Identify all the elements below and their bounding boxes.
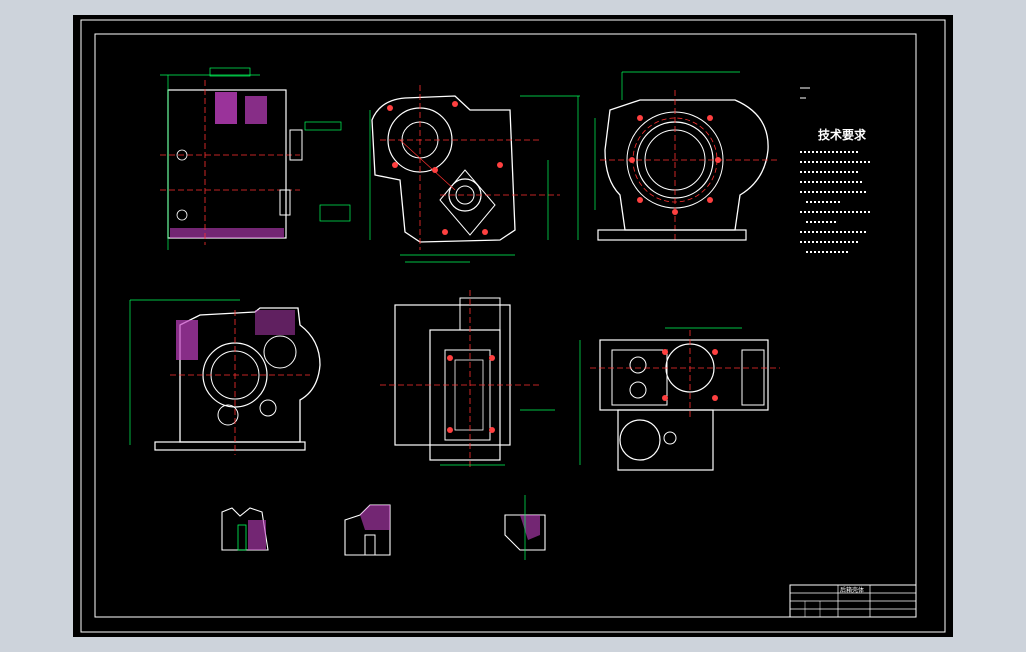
- view-front-top-middle: [369, 85, 580, 263]
- view-side-middle-center: [380, 290, 555, 470]
- tech-req-title: 技术要求: [818, 127, 867, 142]
- view-section-middle-left: [129, 299, 321, 455]
- technical-requirements: 技术要求: [800, 87, 870, 253]
- detail-view-2: [344, 504, 391, 556]
- view-end-top-right: [594, 71, 780, 241]
- detail-view-1: [221, 507, 269, 551]
- inner-frame: [94, 33, 917, 618]
- title-block: 后箱壳体: [789, 584, 917, 618]
- view-bottom-middle-right: [579, 327, 780, 471]
- detail-view-3: [504, 495, 546, 560]
- tech-req-lines: [800, 151, 870, 253]
- view-section-top-left: [160, 67, 351, 250]
- outer-frame: [80, 19, 946, 633]
- title-block-part-name: 后箱壳体: [840, 586, 864, 594]
